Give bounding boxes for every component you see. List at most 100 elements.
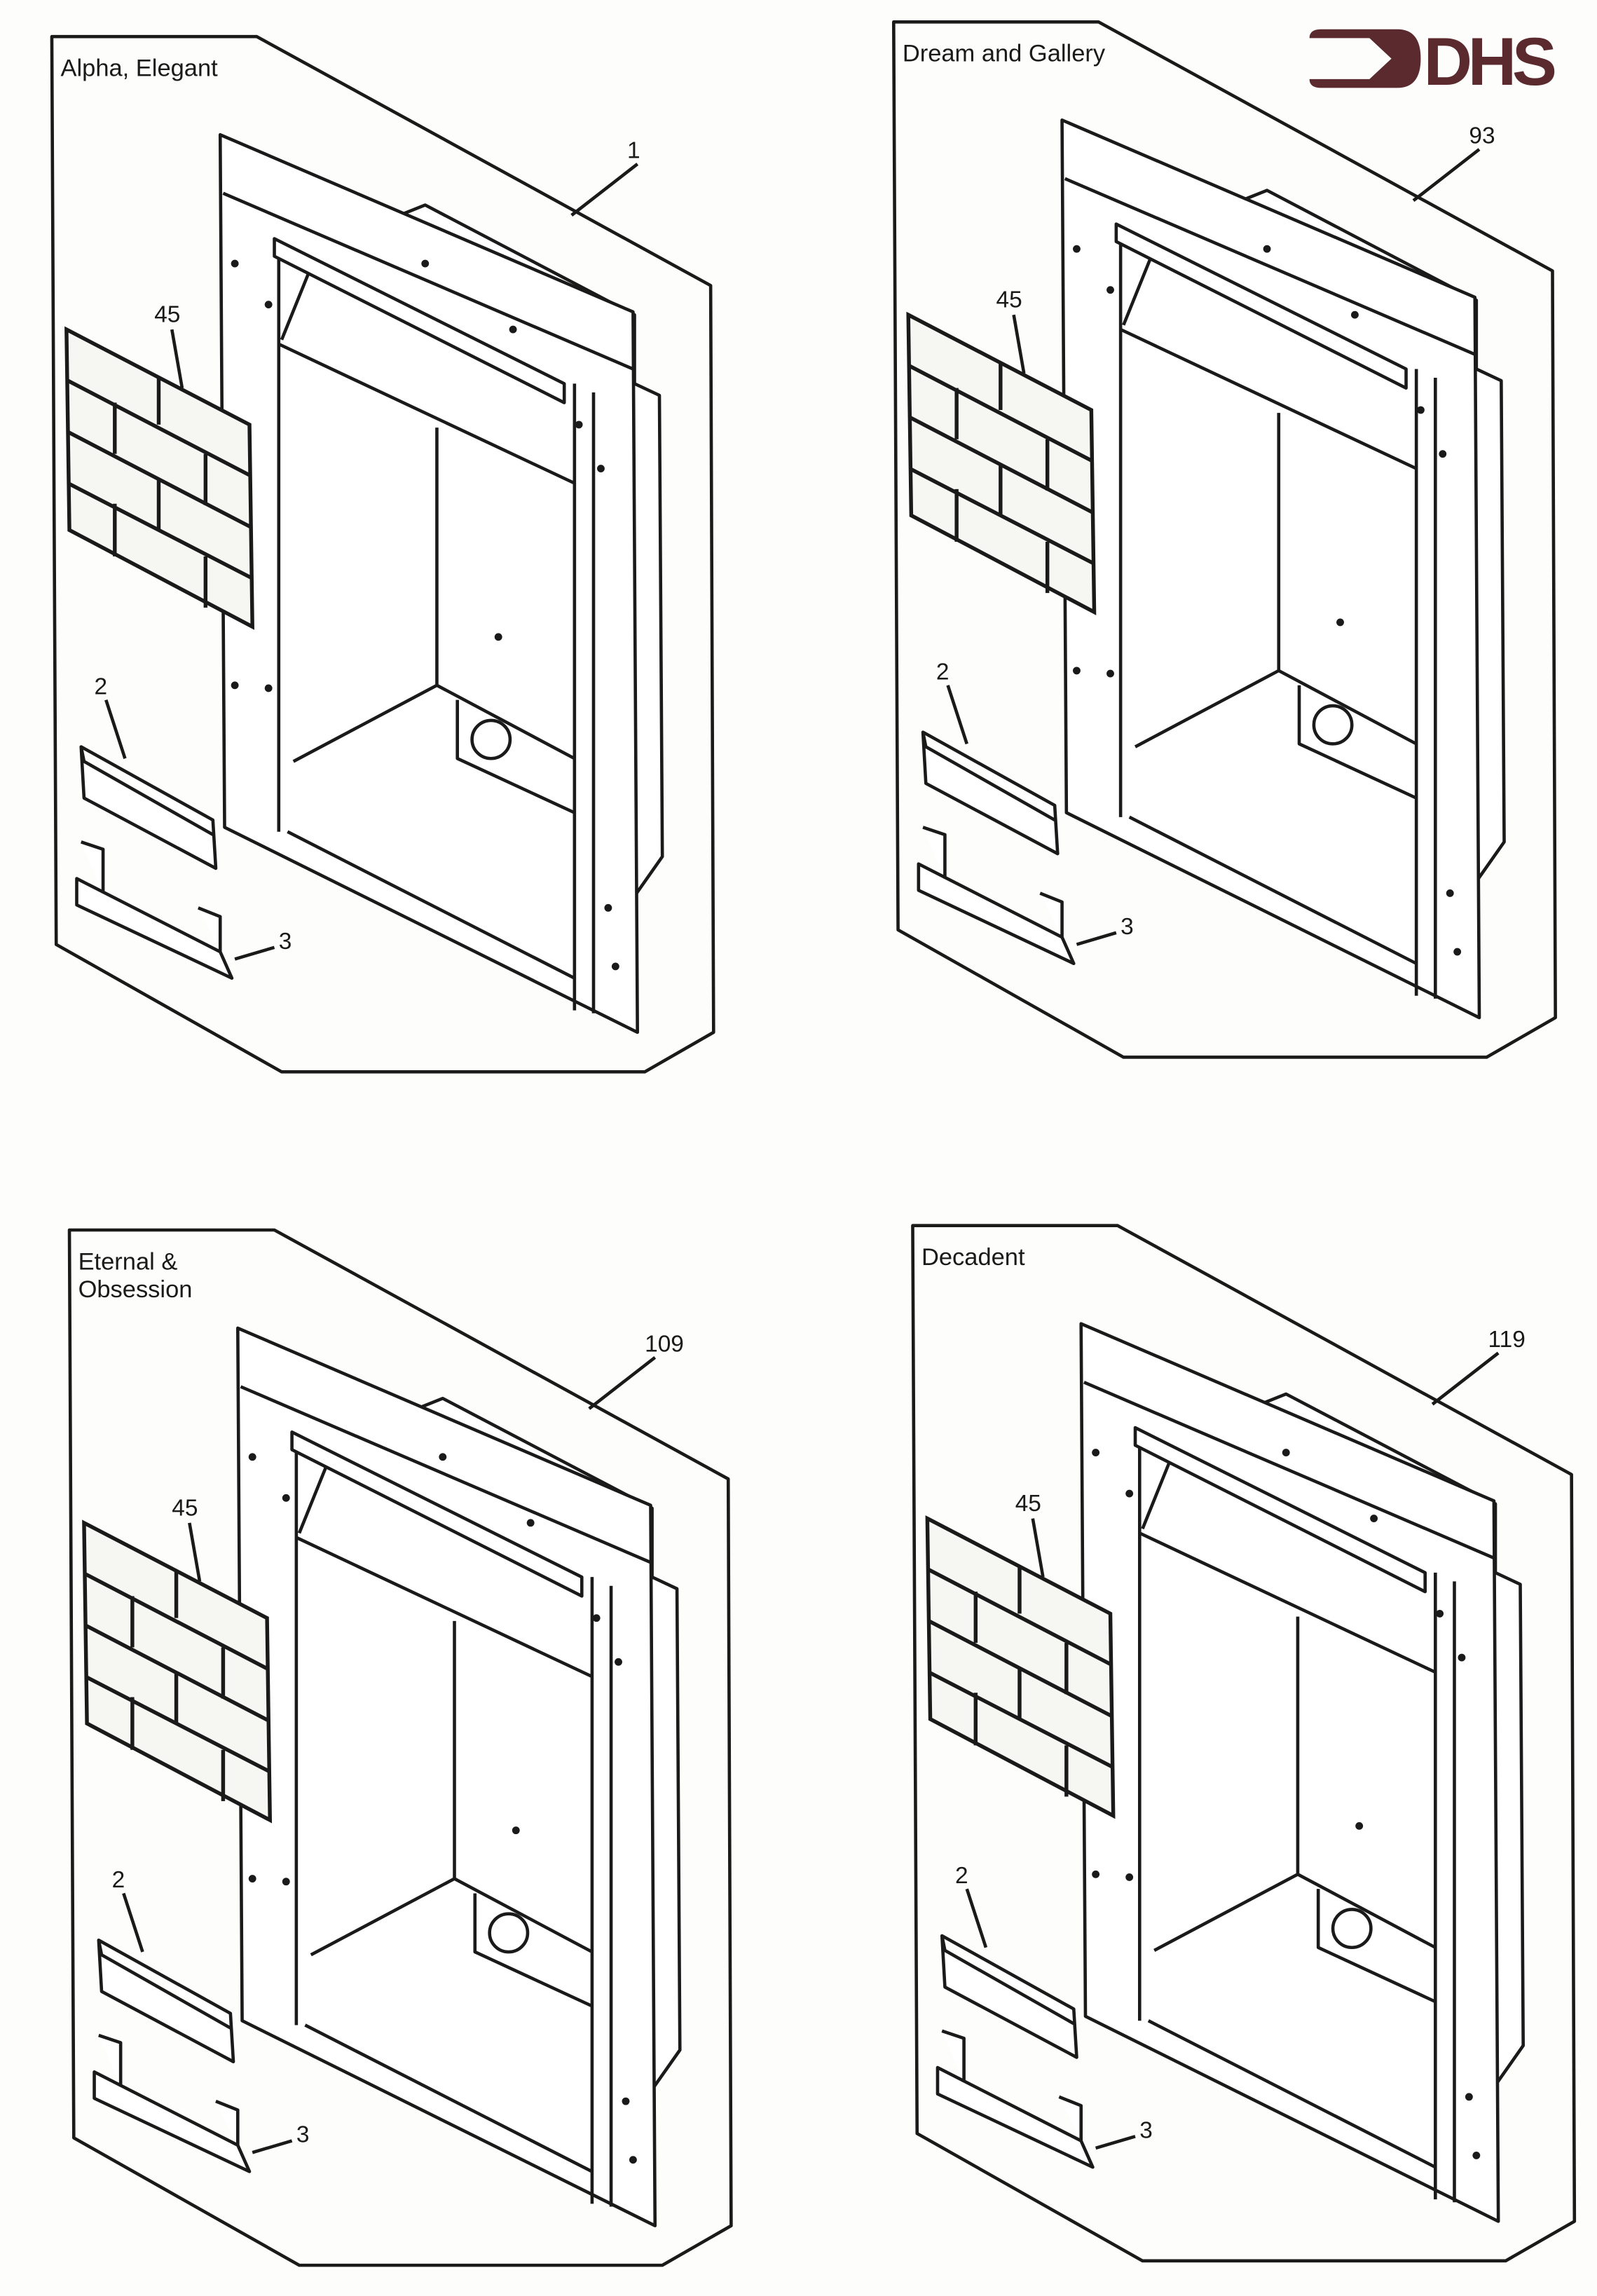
callout-part2: 2 xyxy=(95,674,108,699)
screw-hole xyxy=(1336,618,1344,627)
screw-hole xyxy=(1125,1489,1134,1498)
callout-part2: 2 xyxy=(936,659,950,685)
firebox-opening xyxy=(240,1385,652,2207)
brick-panel xyxy=(82,1519,273,1824)
screw-hole xyxy=(264,301,273,309)
screw-hole xyxy=(597,465,605,473)
part-3-bracket xyxy=(75,840,234,980)
panel-border xyxy=(892,20,1557,1059)
part-2-bracket xyxy=(97,1939,235,2064)
screw-hole xyxy=(1282,1449,1290,1457)
screw-hole xyxy=(1106,286,1114,294)
screw-hole xyxy=(1472,2151,1481,2159)
screw-hole xyxy=(421,259,430,268)
panel-border xyxy=(50,34,715,1074)
screw-hole xyxy=(1417,406,1425,414)
firebox-opening xyxy=(1083,1381,1495,2203)
brick-panel xyxy=(64,326,254,630)
screw-hole xyxy=(592,1614,601,1622)
vent-hole xyxy=(488,1912,530,1954)
callout-main: 119 xyxy=(1488,1327,1526,1353)
part-2-bracket xyxy=(79,745,218,870)
screw-hole xyxy=(1355,1822,1364,1830)
screw-hole xyxy=(248,1453,256,1461)
screw-hole xyxy=(512,1826,520,1835)
panel-title: Decadent xyxy=(921,1244,1025,1271)
screw-hole xyxy=(575,421,583,429)
panel-title: Obsession xyxy=(78,1276,193,1303)
callout-leaders xyxy=(946,148,1481,946)
screw-hole xyxy=(1458,1653,1466,1662)
logo-arrow-icon xyxy=(1309,29,1421,88)
screw-hole xyxy=(1446,889,1454,897)
screw-hole xyxy=(439,1453,447,1461)
firebox-opening xyxy=(222,191,634,1013)
top-bracket-bar xyxy=(290,1430,584,1598)
screw-hole xyxy=(1125,1873,1134,1881)
brick-panel xyxy=(906,311,1097,615)
part-3-bracket xyxy=(92,2033,252,2173)
screw-hole xyxy=(1370,1515,1378,1523)
callout-main: 109 xyxy=(645,1331,684,1357)
callout-brick: 45 xyxy=(154,302,180,328)
logo-text: DHS xyxy=(1424,25,1555,100)
panel-title: Alpha, Elegant xyxy=(61,55,219,82)
screw-hole xyxy=(1350,310,1359,319)
screw-hole xyxy=(282,1494,290,1502)
screw-hole xyxy=(1453,948,1462,956)
brick-panel xyxy=(925,1515,1116,1819)
screw-hole xyxy=(1263,245,1271,253)
panel-border xyxy=(911,1224,1577,2263)
screw-hole xyxy=(629,2156,637,2164)
panel-3: 109 45 2 3 Eternal &Obsession xyxy=(67,1228,733,2267)
screw-hole xyxy=(509,325,517,334)
screw-hole xyxy=(1465,2093,1473,2101)
top-bracket-bar xyxy=(273,237,566,404)
screw-hole xyxy=(1106,669,1114,678)
vent-hole xyxy=(470,718,512,760)
callout-part3: 3 xyxy=(296,2122,310,2148)
screw-hole xyxy=(1439,450,1447,458)
callout-brick: 45 xyxy=(172,1495,198,1521)
callout-part2: 2 xyxy=(955,1863,968,1889)
callout-main: 1 xyxy=(627,138,640,164)
callout-leaders xyxy=(122,1355,657,2154)
panel-title: Dream and Gallery xyxy=(903,41,1106,67)
panel-title: Eternal & xyxy=(78,1248,178,1275)
callout-main: 93 xyxy=(1469,123,1495,149)
part-2-bracket xyxy=(921,730,1060,856)
top-bracket-bar xyxy=(1114,222,1408,390)
callout-part2: 2 xyxy=(112,1867,125,1893)
screw-hole xyxy=(622,2097,630,2105)
screw-hole xyxy=(604,903,612,912)
callout-brick: 45 xyxy=(1015,1491,1041,1517)
vent-hole xyxy=(1331,1908,1373,1950)
callout-brick: 45 xyxy=(996,287,1022,313)
screw-hole xyxy=(1092,1449,1100,1457)
screw-hole xyxy=(1436,1609,1444,1618)
screw-hole xyxy=(231,259,239,268)
callout-part3: 3 xyxy=(1120,914,1134,940)
screw-hole xyxy=(1073,245,1081,253)
dhs-logo: DHS xyxy=(1309,25,1559,100)
vent-hole xyxy=(1312,704,1354,746)
screw-hole xyxy=(282,1878,290,1886)
screw-hole xyxy=(1073,667,1081,675)
screw-hole xyxy=(264,684,273,692)
part-3-bracket xyxy=(917,826,1076,966)
callout-leaders xyxy=(104,163,639,961)
part-3-bracket xyxy=(935,2029,1095,2169)
screw-hole xyxy=(1092,1870,1100,1878)
screw-hole xyxy=(231,681,239,690)
panel-2: 93 45 2 3 Dream and Gallery xyxy=(892,20,1557,1059)
screw-hole xyxy=(615,1658,622,1666)
screw-hole xyxy=(494,633,502,641)
callout-leaders xyxy=(965,1351,1500,2150)
screw-hole xyxy=(248,1875,256,1882)
screw-hole xyxy=(526,1519,535,1527)
screw-hole xyxy=(611,962,619,971)
